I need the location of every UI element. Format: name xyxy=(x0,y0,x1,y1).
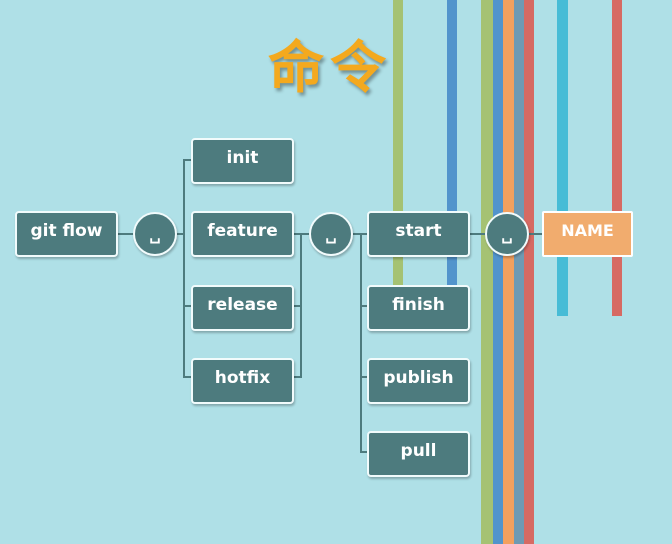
action-start[interactable]: start xyxy=(367,211,470,257)
subcommand-feature[interactable]: feature xyxy=(191,211,294,257)
space-symbol: ␣ xyxy=(501,224,513,244)
subcommand-label: release xyxy=(207,295,278,315)
space-circle-3: ␣ xyxy=(485,212,529,256)
page-title: 命令 xyxy=(268,36,392,101)
stripe-green-1 xyxy=(393,0,403,285)
stripe-green-2 xyxy=(481,0,493,544)
subcommand-hotfix[interactable]: hotfix xyxy=(191,358,294,404)
stripe-cyan xyxy=(557,0,568,316)
space-symbol: ␣ xyxy=(325,224,337,244)
stripe-blue-1 xyxy=(447,0,457,285)
name-argument-box[interactable]: NAME xyxy=(542,211,633,257)
action-label: pull xyxy=(400,441,437,461)
stripe-blue-2 xyxy=(493,0,503,544)
action-publish[interactable]: publish xyxy=(367,358,470,404)
action-label: publish xyxy=(383,368,454,388)
git-flow-label: git flow xyxy=(30,221,103,241)
space-circle-1: ␣ xyxy=(133,212,177,256)
action-pull[interactable]: pull xyxy=(367,431,470,477)
subcommand-init[interactable]: init xyxy=(191,138,294,184)
stripe-orange xyxy=(503,0,514,544)
stripe-slate xyxy=(514,0,524,544)
action-label: start xyxy=(395,221,442,241)
git-flow-node[interactable]: git flow xyxy=(15,211,118,257)
subcommand-label: hotfix xyxy=(214,368,271,388)
space-symbol: ␣ xyxy=(149,224,161,244)
stripe-red-1 xyxy=(524,0,534,544)
subcommand-release[interactable]: release xyxy=(191,285,294,331)
subcommand-label: init xyxy=(226,148,259,168)
action-label: finish xyxy=(392,295,445,315)
name-argument-label: NAME xyxy=(561,220,614,240)
space-circle-2: ␣ xyxy=(309,212,353,256)
stripe-red-2 xyxy=(612,0,622,316)
action-finish[interactable]: finish xyxy=(367,285,470,331)
subcommand-label: feature xyxy=(207,221,278,241)
